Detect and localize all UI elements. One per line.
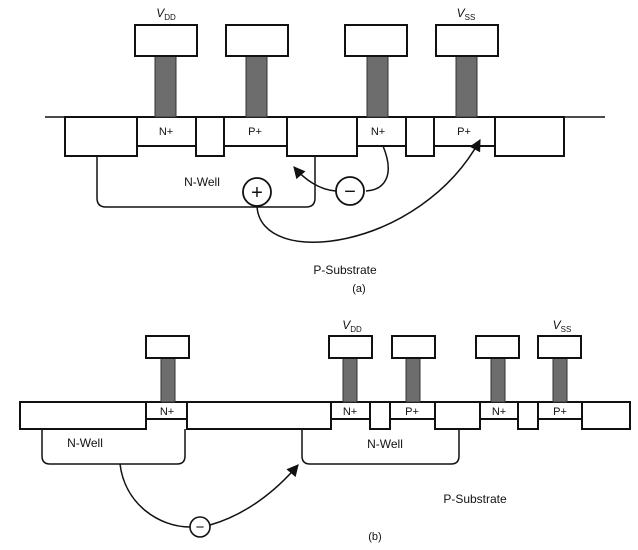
- oxide-block-a4: [405, 116, 435, 157]
- metal-cap-a2: [225, 24, 289, 57]
- electron-carrier-b: −: [189, 516, 211, 538]
- metal-cap-b3: [475, 335, 520, 359]
- metal-cap-a1: [134, 24, 198, 57]
- contact-pillar-b0: [160, 356, 176, 403]
- electron-path-arrow-b: [119, 464, 298, 528]
- p-plus-label-a1: P+: [248, 126, 262, 138]
- caption-b: (b): [368, 531, 381, 543]
- nwell-a-boundary: [96, 156, 316, 208]
- n-plus-region-a1: [136, 116, 197, 147]
- nwell-label-b-left: N-Well: [67, 436, 103, 450]
- substrate-label-a: P-Substrate: [313, 263, 377, 277]
- oxide-block-a5: [494, 116, 565, 157]
- n-plus-label-b0: N+: [160, 406, 174, 418]
- contact-pillar-a3: [366, 54, 389, 118]
- p-plus-label-b2: P+: [553, 406, 567, 418]
- oxide-block-a1: [64, 116, 138, 157]
- oxide-block-a2: [195, 116, 225, 157]
- contact-pillar-b3: [490, 356, 506, 403]
- n-plus-label-b2: N+: [492, 406, 506, 418]
- contact-pillar-a1: [154, 54, 177, 118]
- contact-pillar-b1: [342, 356, 358, 403]
- metal-cap-a4: [435, 24, 499, 57]
- substrate-label-b: P-Substrate: [443, 492, 507, 506]
- p-plus-region-a2: [433, 116, 496, 147]
- vss-label-b: VSS: [553, 318, 572, 334]
- electron-carrier-a: −: [335, 176, 365, 206]
- minus-charge-b: −: [196, 519, 205, 536]
- plus-charge-a: +: [251, 182, 263, 204]
- hole-path-arrow-a: [256, 138, 481, 243]
- p-plus-label-b1: P+: [405, 406, 419, 418]
- nwell-b-left-boundary: [41, 429, 186, 465]
- n-plus-region-a2: [356, 116, 407, 147]
- contact-pillar-b4: [552, 356, 568, 403]
- metal-cap-b4: [537, 335, 582, 359]
- contact-pillar-a4: [455, 54, 478, 118]
- minus-charge-a: −: [344, 181, 356, 203]
- p-plus-label-a2: P+: [457, 126, 471, 138]
- oxide-block-b5: [517, 401, 539, 430]
- oxide-block-b3: [369, 401, 391, 430]
- diagram-b: VDD VSS N+ N+ P+ N+ P+ N-Well N-Well − P…: [19, 318, 631, 543]
- contact-pillar-a2: [245, 54, 268, 118]
- caption-a: (a): [352, 283, 365, 295]
- metal-cap-b0: [145, 335, 190, 359]
- oxide-block-b4: [434, 401, 481, 430]
- hole-carrier-a: +: [242, 177, 272, 207]
- n-plus-label-a2: N+: [371, 126, 385, 138]
- oxide-block-b1: [19, 401, 147, 430]
- diagram-a: VDD VSS N+ P+ N+ P+ N-Well + − P-Substra…: [45, 6, 605, 295]
- metal-cap-b1: [328, 335, 373, 359]
- oxide-block-b6: [581, 401, 631, 430]
- vdd-label-b: VDD: [342, 318, 362, 334]
- n-plus-label-a1: N+: [159, 126, 173, 138]
- oxide-block-a3: [286, 116, 358, 157]
- n-plus-label-b1: N+: [343, 406, 357, 418]
- nwell-label-a: N-Well: [184, 175, 220, 189]
- contact-pillar-b2: [405, 356, 421, 403]
- electron-path-arrow-a: [294, 145, 389, 192]
- oxide-block-b2: [186, 401, 332, 430]
- vdd-label-a: VDD: [156, 6, 176, 22]
- nwell-label-b-right: N-Well: [367, 437, 403, 451]
- metal-cap-a3: [344, 24, 408, 57]
- metal-cap-b2: [391, 335, 436, 359]
- vss-label-a: VSS: [457, 6, 476, 22]
